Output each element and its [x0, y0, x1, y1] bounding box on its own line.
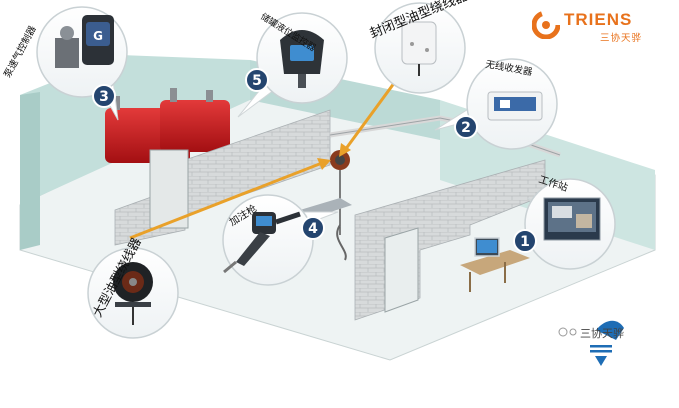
watermark-icon [558, 320, 624, 366]
tank-level-monitor-device [280, 30, 324, 88]
brand-subtitle: 三协天骅 [600, 33, 643, 44]
brand-name: TRIENS [564, 10, 633, 29]
pump-air-controller-device: G [55, 15, 114, 68]
large-reel-device [113, 262, 153, 325]
triens-logo: TRIENS 三协天骅 [530, 8, 670, 48]
left-outer-wall [20, 92, 40, 250]
badge-3 [92, 84, 116, 108]
doorway [384, 227, 419, 313]
watermark-text: 三协天骅 [580, 326, 624, 340]
wireless-transceiver-device [487, 91, 543, 121]
storage-tanks [105, 88, 230, 163]
badge-2 [454, 115, 478, 139]
badge-1 [513, 229, 537, 253]
door-panel [149, 149, 189, 229]
badge-number-1: 1 [520, 234, 530, 250]
label-pump-air-controller: 泵速气控制器 [1, 23, 39, 79]
triens-logo-icon [532, 11, 560, 39]
badge-number-5: 5 [252, 73, 262, 89]
badge-number-2: 2 [461, 120, 471, 136]
sealed-reel-device [401, 21, 437, 76]
workstation-screen-device [543, 197, 601, 241]
arrow-sealed-reel [343, 74, 402, 151]
svg-text:G: G [93, 29, 103, 43]
badge-4 [301, 216, 325, 240]
arrow-large-reel [129, 161, 323, 240]
callout-circle-4 [222, 194, 314, 286]
workstation-desk [460, 237, 530, 292]
wall-hose-reel [330, 150, 350, 235]
badge-number-3: 3 [99, 89, 109, 105]
fuel-nozzle-device [223, 211, 301, 274]
badge-number-4: 4 [308, 221, 318, 237]
badge-5 [245, 68, 269, 92]
